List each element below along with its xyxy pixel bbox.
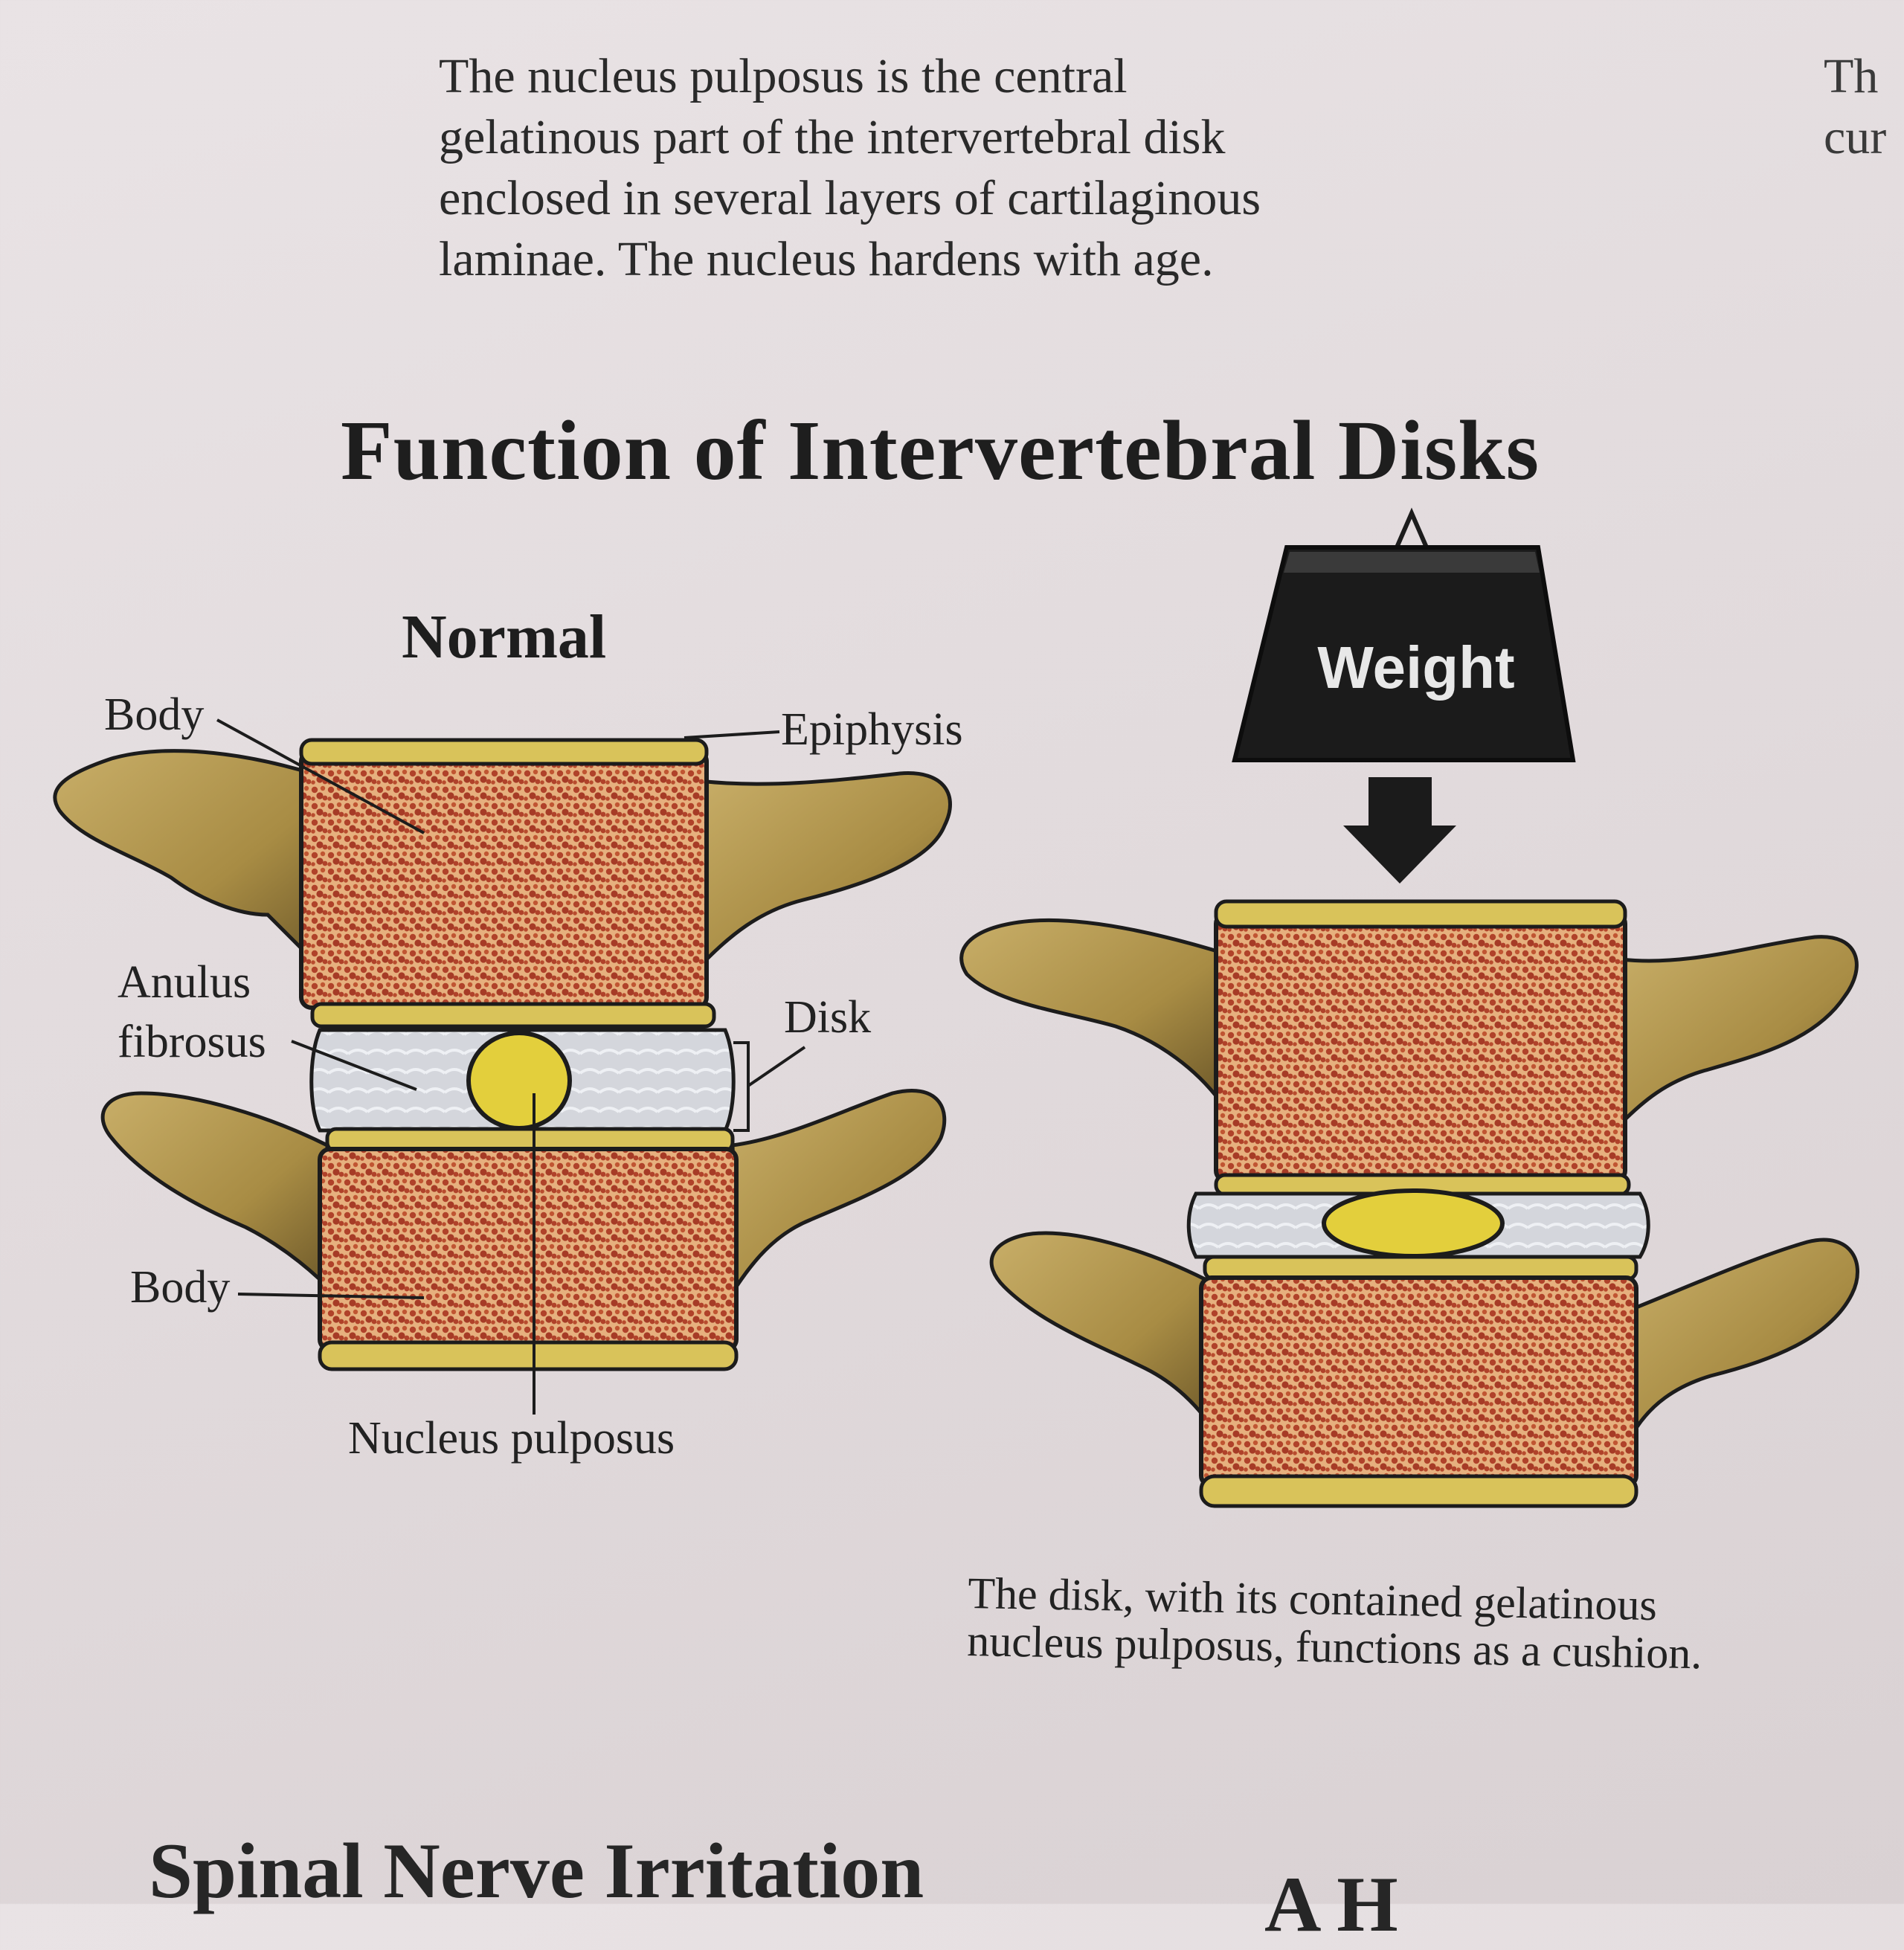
loaded-nucleus-pulposus bbox=[1322, 1188, 1505, 1258]
intro-line: enclosed in several layers of cartilagin… bbox=[439, 171, 1261, 225]
intro-line: laminae. The nucleus hardens with age. bbox=[439, 232, 1214, 286]
normal-nucleus-pulposus bbox=[466, 1031, 572, 1130]
down-arrow bbox=[1343, 777, 1456, 884]
weight-handle bbox=[1395, 507, 1429, 549]
loaded-diagram-caption: The disk, with its contained gelatinous … bbox=[967, 1568, 1891, 1681]
intro-line: The nucleus pulposus is the central bbox=[439, 49, 1128, 103]
normal-diagram-title: Normal bbox=[402, 602, 607, 672]
lower-vertebral-body bbox=[318, 1147, 739, 1352]
cut-off-column-text: Th cur bbox=[1824, 49, 1887, 164]
upper-right-process bbox=[697, 771, 952, 964]
weight-block bbox=[1232, 545, 1576, 762]
section-title: Function of Intervertebral Disks bbox=[341, 403, 1540, 498]
next-column-heading: A H bbox=[1264, 1861, 1398, 1948]
label-body-bottom: Body bbox=[130, 1262, 231, 1313]
weight-label: Weight bbox=[1317, 634, 1514, 701]
label-epiphysis: Epiphysis bbox=[781, 704, 963, 755]
diagram-artwork: Weight bbox=[53, 507, 1859, 1508]
intro-paragraph: The nucleus pulposus is the central gela… bbox=[439, 46, 1480, 290]
loaded-vertebrae: Weight bbox=[959, 507, 1859, 1508]
label-anulus-line1: Anulus bbox=[118, 957, 251, 1008]
label-anulus-line2: fibrosus bbox=[118, 1017, 266, 1067]
lower-left-process bbox=[100, 1091, 329, 1292]
normal-vertebrae bbox=[53, 738, 952, 1371]
lower-right-process bbox=[730, 1088, 947, 1293]
upper-epiphysis-bottom bbox=[310, 1002, 716, 1029]
label-nucleus-pulposus: Nucleus pulposus bbox=[348, 1413, 675, 1464]
label-disk: Disk bbox=[784, 992, 872, 1043]
upper-vertebral-body bbox=[299, 749, 709, 1010]
upper-epiphysis-top bbox=[299, 738, 709, 766]
intro-line: gelatinous part of the intervertebral di… bbox=[439, 110, 1226, 164]
upper-left-process bbox=[53, 749, 329, 971]
next-section-heading: Spinal Nerve Irritation bbox=[149, 1827, 924, 1914]
label-body-top: Body bbox=[104, 689, 205, 740]
normal-leader-lines bbox=[216, 718, 806, 1415]
lower-epiphysis-bottom bbox=[318, 1340, 739, 1371]
